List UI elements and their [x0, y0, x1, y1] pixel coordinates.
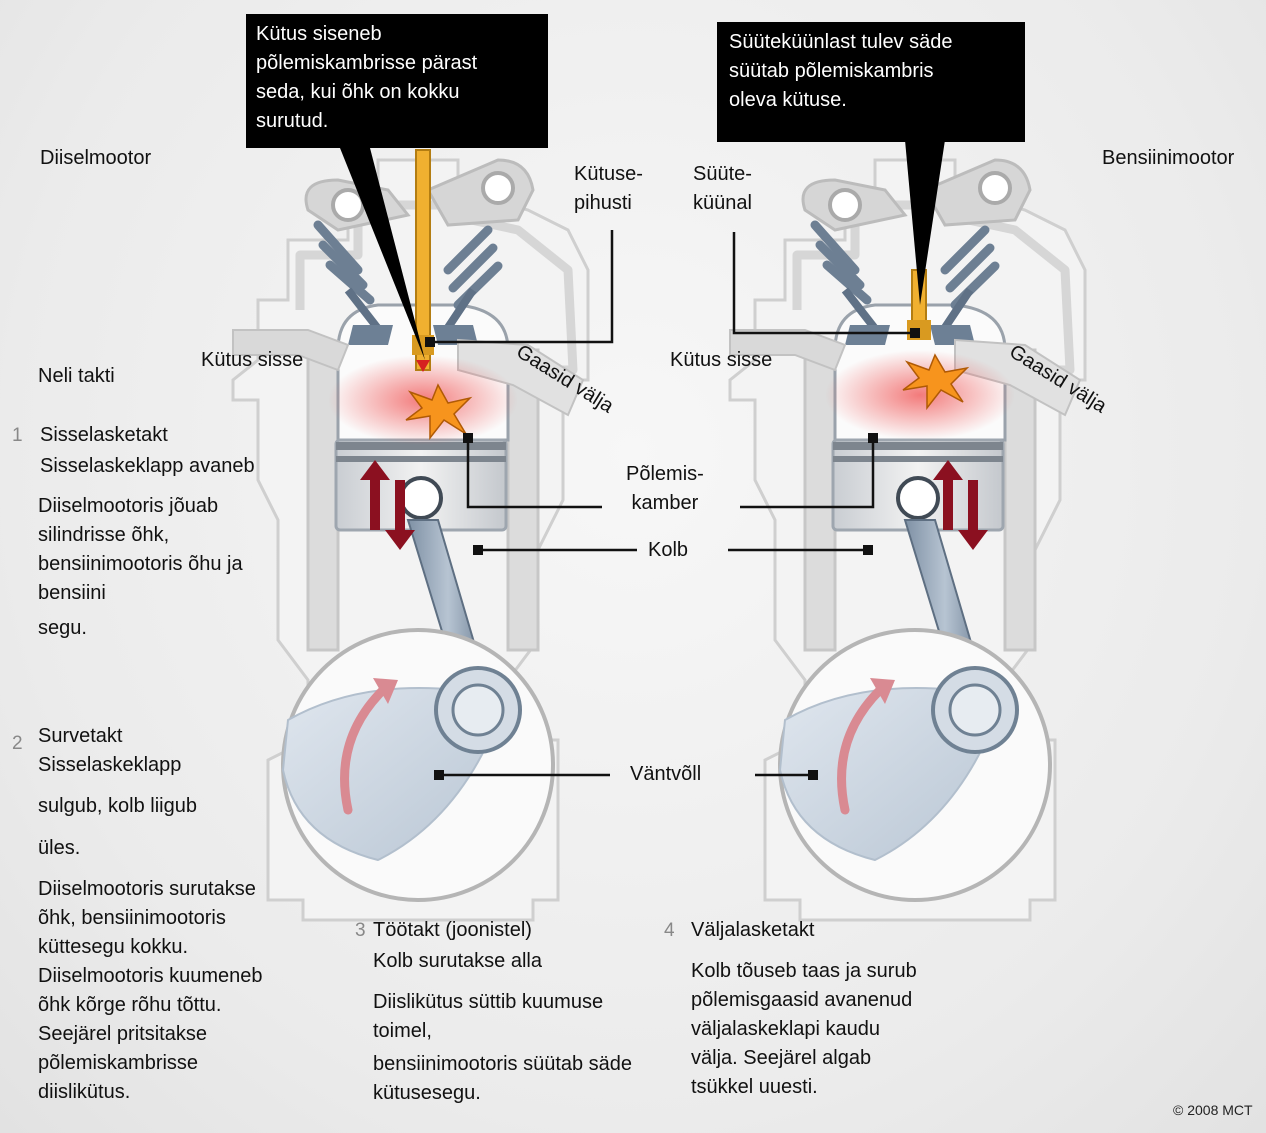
fuel-injector-label-line: Kütuse-: [574, 160, 643, 189]
diesel-callout: Kütus siseneb põlemiskambrisse pärast se…: [246, 14, 548, 148]
stroke1-title: Sisselasketakt: [40, 421, 168, 450]
diesel-callout-line: surutud.: [256, 107, 538, 136]
fuel-injector-label: Kütuse- pihusti: [574, 160, 643, 218]
stroke4-body-line: väljalaskeklapi kaudu: [691, 1015, 917, 1044]
stroke1-body-line: bensiini: [38, 579, 243, 608]
diesel-callout-line: Kütus siseneb: [256, 20, 538, 49]
stroke1-number: 1: [12, 425, 23, 447]
stroke2-body-line: Diiselmootoris surutakse: [38, 875, 263, 904]
stroke2-body-line: õhk kõrge rõhu tõttu.: [38, 991, 263, 1020]
stroke1-body-line: silindrisse õhk,: [38, 521, 243, 550]
fuel-injector-label-line: pihusti: [574, 189, 643, 218]
stroke2-body-line: diislikütus.: [38, 1078, 263, 1107]
stroke2-title: Survetakt: [38, 722, 122, 751]
stroke4-body-line: tsükkel uuesti.: [691, 1073, 917, 1102]
combustion-chamber-label-line: Põlemis-: [626, 460, 704, 489]
stroke3-body-line: bensiinimootoris süütab säde: [373, 1050, 632, 1079]
spark-plug-label: Süüte- küünal: [693, 160, 752, 218]
combustion-chamber-label-line: kamber: [626, 489, 704, 518]
fuel-in-left-label: Kütus sisse: [201, 346, 303, 375]
petrol-title: Bensiinimootor: [1102, 144, 1234, 173]
petrol-callout-line: Süüteküünlast tulev säde: [729, 28, 1013, 57]
stroke2-body: Diiselmootoris surutakse õhk, bensiinimo…: [38, 875, 263, 1107]
stroke3-body-line: toimel,: [373, 1017, 632, 1046]
diesel-title: Diiselmootor: [40, 144, 151, 173]
stroke2-line: sulgub, kolb liigub: [38, 792, 197, 821]
stroke4-body-line: Kolb tõuseb taas ja surub: [691, 957, 917, 986]
stroke1-body-line: segu.: [38, 614, 243, 643]
crankshaft-label: Väntvõll: [630, 760, 701, 789]
stroke1-body-line: bensiinimootoris õhu ja: [38, 550, 243, 579]
stroke3-subtitle: Kolb surutakse alla: [373, 947, 542, 976]
stroke2-line: üles.: [38, 834, 80, 863]
stroke3-title: Töötakt (joonistel): [373, 916, 532, 945]
stroke3-number: 3: [355, 920, 366, 942]
stroke1-subtitle: Sisselaskeklapp avaneb: [40, 452, 255, 481]
stroke1-body-line: Diiselmootoris jõuab: [38, 492, 243, 521]
petrol-callout: Süüteküünlast tulev säde süütab põlemisk…: [717, 22, 1025, 142]
spark-plug-label-line: Süüte-: [693, 160, 752, 189]
stroke1-body: Diiselmootoris jõuab silindrisse õhk, be…: [38, 492, 243, 643]
stroke4-body-line: põlemisgaasid avanenud: [691, 986, 917, 1015]
diesel-callout-line: seda, kui õhk on kokku: [256, 78, 538, 107]
petrol-engine: [730, 160, 1085, 920]
stroke4-title: Väljalasketakt: [691, 916, 814, 945]
strokes-heading: Neli takti: [38, 362, 115, 391]
stroke4-number: 4: [664, 920, 675, 942]
stroke2-number: 2: [12, 733, 23, 755]
spark-plug-label-line: küünal: [693, 189, 752, 218]
combustion-chamber-label: Põlemis- kamber: [626, 460, 704, 518]
diesel-engine: [233, 150, 588, 920]
stroke2-body-line: põlemiskambrisse: [38, 1049, 263, 1078]
stroke3-body-line: Diislikütus süttib kuumuse: [373, 988, 632, 1017]
stroke2-body-line: õhk, bensiinimootoris: [38, 904, 263, 933]
stroke2-body-line: Diiselmootoris kuumeneb: [38, 962, 263, 991]
petrol-callout-line: oleva kütuse.: [729, 86, 1013, 115]
stroke2-subtitle: Sisselaskeklapp: [38, 751, 181, 780]
stroke4-body: Kolb tõuseb taas ja surub põlemisgaasid …: [691, 957, 917, 1102]
stroke3-body-line: kütusesegu.: [373, 1079, 632, 1108]
piston-label: Kolb: [648, 536, 688, 565]
fuel-in-right-label: Kütus sisse: [670, 346, 772, 375]
stroke2-body-line: küttesegu kokku.: [38, 933, 263, 962]
petrol-callout-line: süütab põlemiskambris: [729, 57, 1013, 86]
stroke3-body: Diislikütus süttib kuumuse toimel, bensi…: [373, 988, 632, 1108]
stroke4-body-line: välja. Seejärel algab: [691, 1044, 917, 1073]
copyright: © 2008 MCT: [1173, 1102, 1253, 1118]
diesel-callout-line: põlemiskambrisse pärast: [256, 49, 538, 78]
stroke2-body-line: Seejärel pritsitakse: [38, 1020, 263, 1049]
